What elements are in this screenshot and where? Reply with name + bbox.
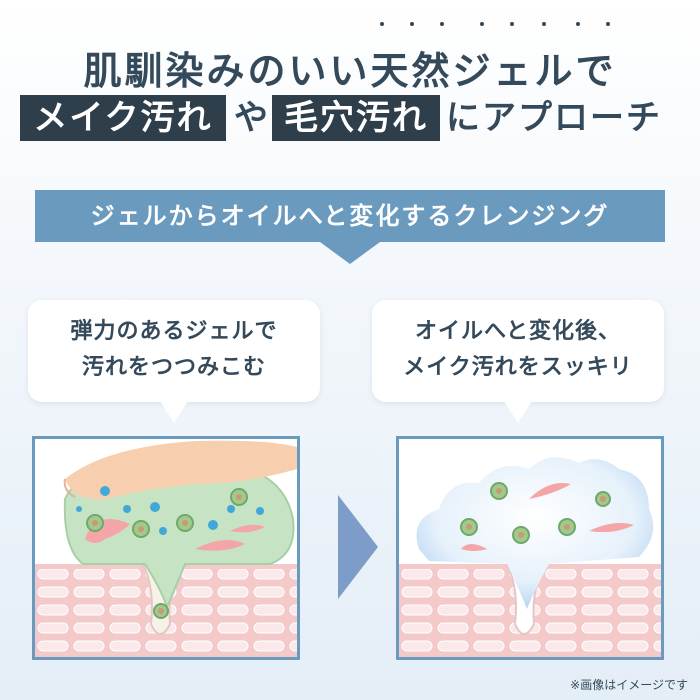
left-step-bubble: 弾力のあるジェルで 汚れをつつみこむ xyxy=(28,300,320,402)
right-step-line-1: オイルへと変化後、 xyxy=(415,319,621,344)
right-step-bubble: オイルへと変化後、 メイク汚れをスッキリ xyxy=(372,300,664,402)
emphasis-dots xyxy=(380,22,610,32)
right-step-line-2: メイク汚れをスッキリ xyxy=(403,355,633,380)
progress-arrow xyxy=(338,495,378,599)
headline-connector: や xyxy=(234,98,270,138)
highlight-makeup-dirt: メイク汚れ xyxy=(20,95,226,141)
left-bubble-tail xyxy=(160,401,188,423)
headline-tail: にアプローチ xyxy=(446,98,662,138)
feature-banner: ジェルからオイルへと変化するクレンジング xyxy=(35,190,665,242)
image-disclaimer: ※画像はイメージです xyxy=(570,678,688,692)
headline-line-2: メイク汚れ や 毛穴汚れ にアプローチ xyxy=(0,95,700,141)
oil-removing-dirt-illustration xyxy=(396,436,664,660)
right-bubble-tail xyxy=(504,401,532,423)
highlight-pore-dirt: 毛穴汚れ xyxy=(272,95,440,141)
left-step-line-1: 弾力のあるジェルで xyxy=(70,319,278,344)
gel-wrapping-dirt-illustration xyxy=(32,436,300,660)
banner-pointer xyxy=(320,242,380,264)
headline-line-1: 肌馴染みのいい天然ジェルで xyxy=(83,49,617,93)
left-step-line-2: 汚れをつつみこむ xyxy=(81,355,266,380)
